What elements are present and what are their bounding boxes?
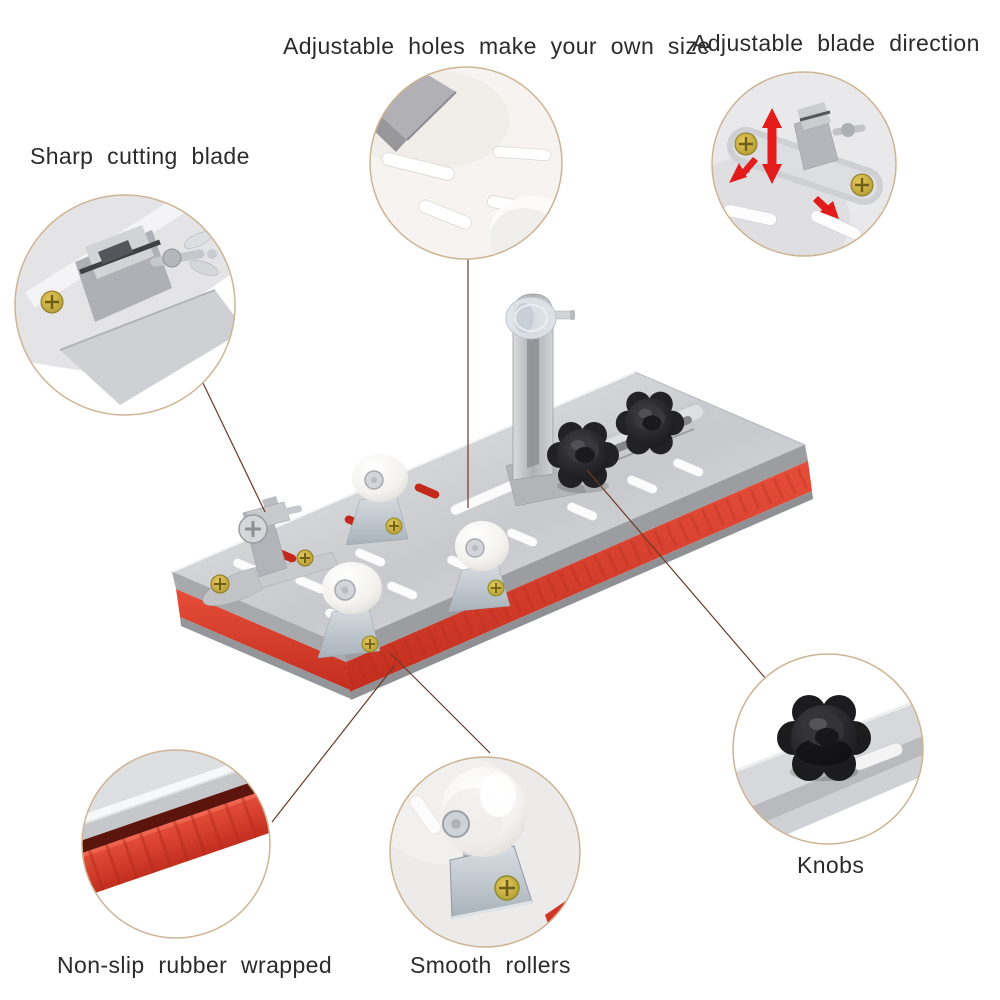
bottle-cutter-product [170,293,815,700]
star-knob [615,391,685,455]
label-non-slip-rubber: Non-slip rubber wrapped [57,952,333,978]
arm-pin [553,310,573,320]
connector-rubber [271,664,396,823]
label-blade-direction: Adjustable blade direction [692,30,980,56]
star-knob [547,422,619,488]
connector-knobs [586,469,767,680]
clear-plastic-knob [505,296,557,340]
callout-circle-rollers [389,756,581,948]
callout-circle-rubber [81,749,271,939]
callout-circle-sharp-blade [14,194,236,416]
roller [317,562,382,659]
gold-screw [296,549,314,567]
adjustable-arm [505,293,587,507]
blade [98,240,133,264]
cutting-blade-assembly [202,496,339,606]
roller [447,521,511,613]
callout-circle-knobs [732,653,924,845]
rubber-edge-front [346,461,812,692]
label-adjustable-holes: Adjustable holes make your own size [283,33,711,59]
roller [345,454,409,546]
label-knobs: Knobs [797,852,865,878]
callout-circle-blade-direction [711,71,897,257]
callout-circle-holes [369,66,563,260]
rubber-strip-zoomed [82,776,270,908]
star-knob-zoomed [777,695,871,781]
rubber-edge-left [176,589,350,690]
label-sharp-cutting-blade: Sharp cutting blade [30,143,250,169]
connector-sharp-blade [202,382,266,513]
connector-rollers [389,652,491,754]
label-smooth-rollers: Smooth rollers [410,952,571,978]
callout-connectors [202,259,767,823]
gold-screw [210,574,230,594]
direction-arrows [729,108,839,219]
knob-rail [547,391,711,493]
